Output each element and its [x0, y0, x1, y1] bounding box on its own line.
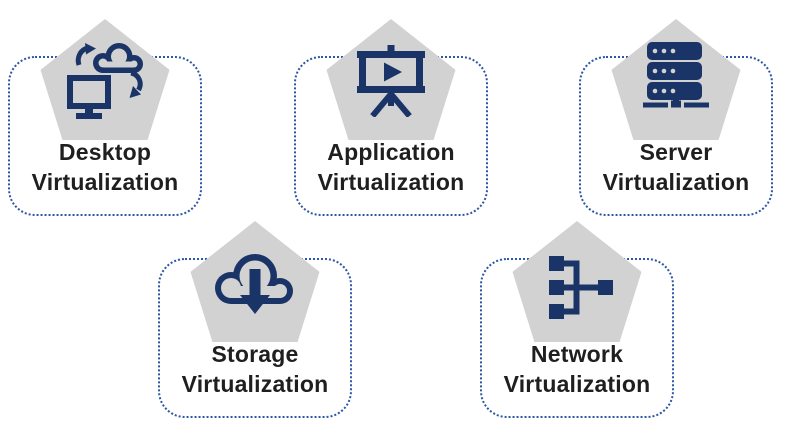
- card-server-virtualization: Server Virtualization: [579, 16, 773, 216]
- presentation-play-icon: [357, 45, 425, 118]
- card-label: Application Virtualization: [317, 139, 465, 195]
- card-label: Server Virtualization: [602, 139, 750, 195]
- card-label: Desktop Virtualization: [31, 139, 179, 195]
- card-storage-virtualization: Storage Virtualization: [158, 218, 352, 418]
- network-tree-icon: [549, 256, 613, 320]
- server-rack-icon: [643, 42, 709, 108]
- card-application-virtualization: Application Virtualization: [294, 16, 488, 216]
- card-network-virtualization: Network Virtualization: [480, 218, 674, 418]
- card-desktop-virtualization: Desktop Virtualization: [8, 16, 202, 216]
- cloud-download-icon: [215, 254, 295, 316]
- card-label: Storage Virtualization: [181, 341, 329, 397]
- card-label: Network Virtualization: [503, 341, 651, 397]
- desktop-cloud-sync-icon: [67, 43, 143, 121]
